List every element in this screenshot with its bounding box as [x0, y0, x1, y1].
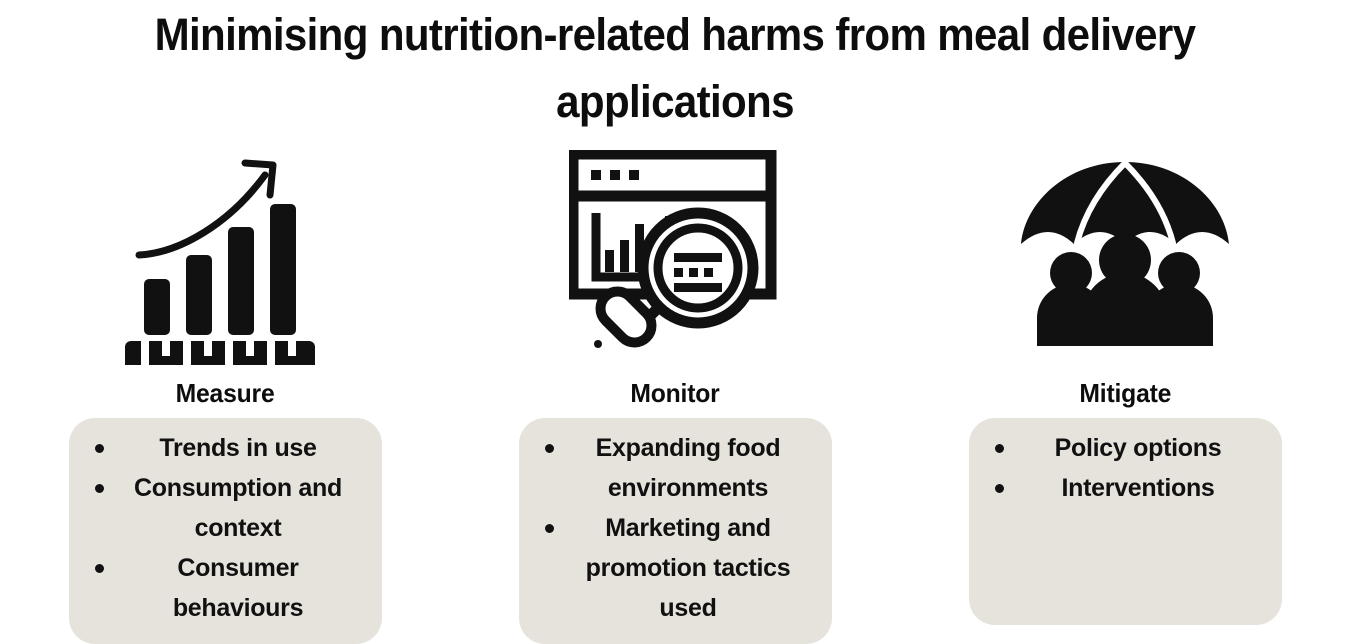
column-measure: Measure Trends in use Consumption and co… [0, 130, 450, 644]
measure-list: Trends in use Consumption and context Co… [83, 428, 368, 628]
mitigate-list: Policy options Interventions [983, 428, 1268, 508]
card-monitor: Expanding food environments Marketing an… [518, 418, 832, 644]
list-item: Interventions [983, 468, 1268, 508]
list-item-text: Expanding food environments [595, 434, 781, 502]
list-item: Marketing and promotion tactics used [533, 508, 818, 628]
dashboard-magnifier-icon [569, 150, 777, 348]
list-item: Trends in use [83, 428, 368, 468]
list-item-text: Marketing and promotion tactics used [585, 514, 791, 622]
card-mitigate: Policy options Interventions [968, 418, 1282, 625]
columns-container: Measure Trends in use Consumption and co… [0, 130, 1350, 644]
list-item: Consumer behaviours [83, 548, 368, 628]
title-container: Minimising nutrition-related harms from … [0, 0, 1350, 130]
list-item: Consumption and context [83, 468, 368, 548]
bullet-icon [94, 484, 104, 493]
bullet-icon [94, 564, 104, 573]
bullet-icon [994, 484, 1004, 493]
column-mitigate: Mitigate Policy options Interventions [900, 130, 1350, 644]
bar-chart-growth-ruler-icon [125, 159, 315, 365]
list-item: Policy options [983, 428, 1268, 468]
column-monitor: Monitor Expanding food environments Mark… [450, 130, 900, 644]
list-item-text: Consumption and context [134, 474, 342, 542]
people-group [1037, 234, 1213, 346]
bullet-icon [544, 524, 554, 533]
list-item-text: Policy options [1054, 434, 1222, 462]
column-heading-mitigate: Mitigate [1079, 378, 1171, 408]
ruler-shape [125, 341, 315, 365]
measure-icon-area [0, 130, 450, 380]
list-item: Expanding food environments [533, 428, 818, 508]
monitor-list: Expanding food environments Marketing an… [533, 428, 818, 628]
bullet-icon [544, 444, 554, 453]
card-measure: Trends in use Consumption and context Co… [68, 418, 382, 644]
umbrella-people-icon [1021, 160, 1229, 346]
column-heading-monitor: Monitor [630, 378, 720, 408]
bullet-icon [94, 444, 104, 453]
page-title: Minimising nutrition-related harms from … [154, 9, 1196, 127]
monitor-icon-area [450, 130, 900, 380]
mitigate-icon-area [900, 130, 1350, 380]
list-item-text: Consumer behaviours [172, 554, 304, 622]
list-item-text: Trends in use [159, 434, 317, 462]
bullet-icon [994, 444, 1004, 453]
umbrella-shape [1021, 160, 1229, 246]
column-heading-measure: Measure [175, 378, 275, 408]
list-item-text: Interventions [1061, 474, 1215, 502]
